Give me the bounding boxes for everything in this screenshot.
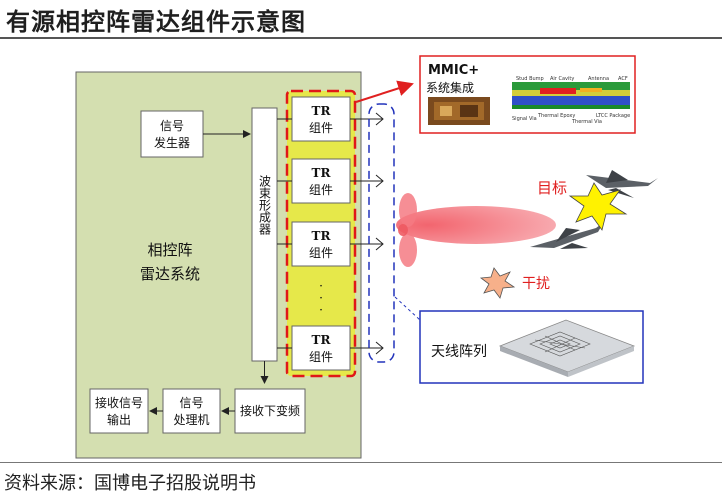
target-aircraft-lower: [530, 222, 604, 249]
signal-generator-line2: 发生器: [154, 135, 190, 150]
mmic-label-air-cavity: Air Cavity: [550, 76, 574, 82]
tr-module-1: TR 组件: [291, 96, 351, 142]
tr-module-3: TR 组件: [291, 221, 351, 267]
tr-module-3-line1: TR: [312, 229, 332, 243]
antenna-column-outline: [368, 103, 395, 363]
tr-module-4: TR 组件: [291, 325, 351, 371]
tr-module-4-line2: 组件: [309, 350, 333, 364]
footer-divider: [0, 462, 722, 463]
tr-to-mmic-arrow: [355, 80, 414, 103]
tr-module-2-line1: TR: [312, 166, 332, 180]
page-title: 有源相控阵雷达组件示意图: [6, 8, 306, 36]
antenna-callout-line: [394, 296, 421, 321]
tr-ellipsis-dot-1: ·: [319, 279, 323, 293]
tr-module-1-line2: 组件: [309, 121, 333, 135]
jamming-label: 干扰: [522, 276, 550, 292]
mmic-label-thermal-via: Thermal Via: [571, 119, 602, 125]
antenna-array-illustration: [498, 319, 636, 377]
signal-generator-box: [140, 110, 204, 158]
radar-beam: [396, 193, 556, 267]
beamformer-label: 波束形成器: [258, 175, 272, 236]
ltcc-package-crosssection: [512, 82, 630, 109]
target-burst-icon: [568, 182, 628, 231]
mmic-label-ltcc-package: LTCC Package: [596, 113, 630, 119]
signal-generator-line1: 信号: [160, 119, 184, 133]
mmic-label-acf: ACF: [618, 76, 628, 82]
tr-ellipsis-dot-2: ·: [319, 291, 323, 305]
antenna-feed-lines: [350, 112, 384, 355]
beamformer-tr-connectors: [277, 118, 292, 349]
tr-ellipsis-dot-3: ·: [319, 303, 323, 317]
target-aircraft-upper: [586, 170, 658, 198]
source-note: 资料来源：国博电子招股说明书: [4, 473, 256, 494]
mmic-title-line1: MMIC+: [428, 63, 479, 78]
mmic-label-stud-bump: Stud Bump: [516, 76, 544, 82]
system-label-line1: 相控阵: [147, 241, 192, 259]
receive-output-line2: 输出: [107, 412, 131, 427]
signal-processor-box: [162, 388, 221, 434]
jamming-burst-icon: [479, 267, 516, 299]
mmic-label-signal-via: Signal Via: [512, 116, 537, 122]
receive-downconvert-box: [234, 388, 306, 434]
target-label: 目标: [537, 179, 567, 197]
antenna-array-label: 天线阵列: [431, 344, 487, 360]
mmic-label-antenna: Antenna: [588, 76, 609, 82]
tr-module-2-line2: 组件: [309, 183, 333, 197]
tr-module-3-line2: 组件: [309, 246, 333, 260]
receive-output-box: [89, 388, 149, 434]
tr-module-2: TR 组件: [291, 158, 351, 204]
title-divider: [0, 37, 722, 39]
signal-processor-line1: 信号: [179, 396, 203, 410]
mmic-label-thermal-epoxy: Thermal Epoxy: [537, 113, 575, 119]
system-label-line2: 雷达系统: [140, 265, 200, 283]
beamformer-box: [251, 107, 278, 362]
receive-downconvert-label: 接收下变频: [240, 403, 300, 418]
tr-module-1-line1: TR: [312, 104, 332, 118]
signal-processor-line2: 处理机: [173, 413, 209, 427]
receive-output-line1: 接收信号: [95, 395, 143, 410]
tr-module-4-line1: TR: [312, 333, 332, 347]
mmic-title-line2: 系统集成: [426, 80, 474, 95]
